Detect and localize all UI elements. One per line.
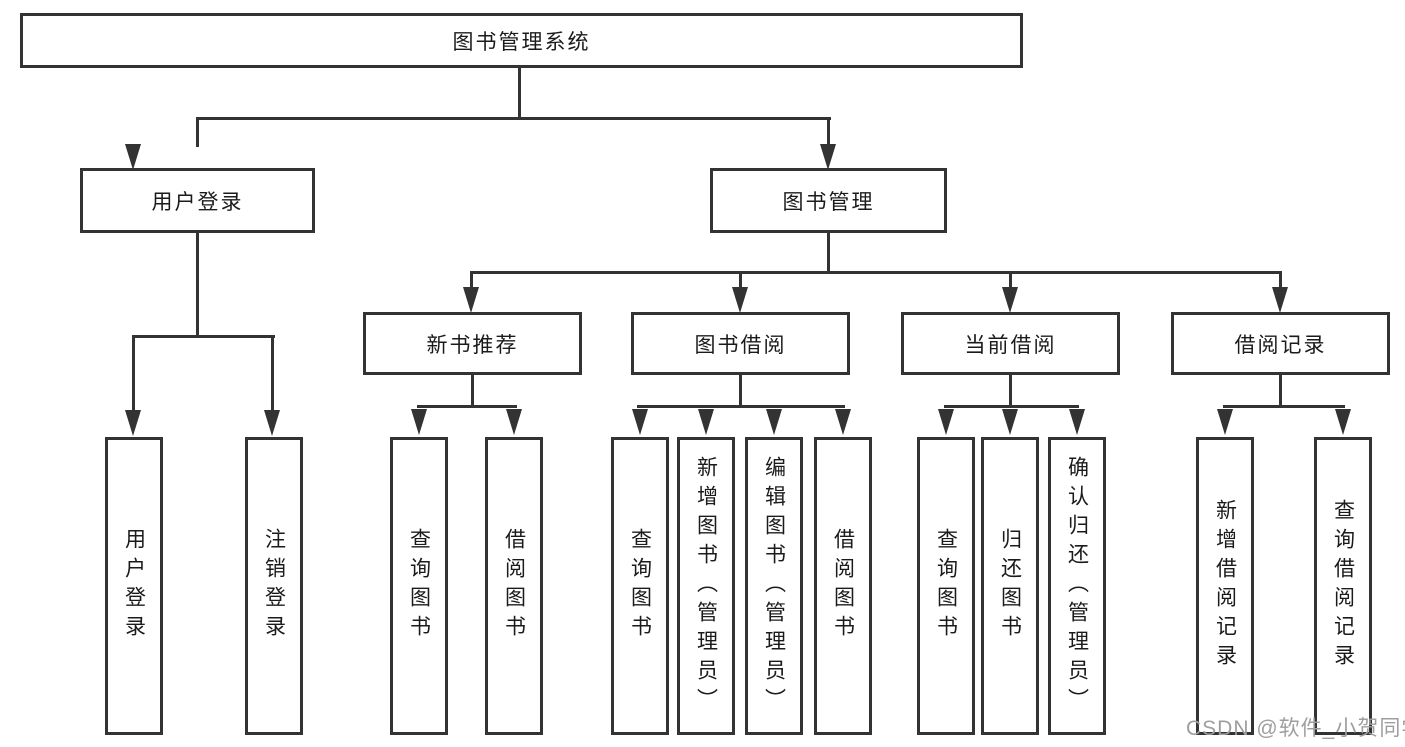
connector-stem-new-book-recommend (470, 271, 473, 293)
node-label: 确认归还（管理员） (1065, 455, 1089, 717)
connector-stem-user-login-module (196, 117, 199, 147)
node-book-borrowing: 图书借阅 (631, 312, 850, 375)
connector-br-stem (1279, 375, 1282, 407)
connector-book-management-split (470, 271, 1282, 274)
node-label: 查询图书 (628, 528, 652, 644)
node-label: 图书管理 (782, 190, 875, 214)
arrowhead-to-cb-query-books (938, 409, 954, 435)
arrowhead-to-user-login-leaf (125, 410, 141, 436)
arrowhead-to-book-management (820, 144, 836, 170)
node-new-book-recommend: 新书推荐 (363, 312, 582, 375)
node-library-management-system: 图书管理系统 (20, 13, 1023, 68)
node-user-login-module: 用户登录 (80, 168, 315, 233)
connector-user-login-split (132, 335, 275, 338)
node-label: 新增图书（管理员） (694, 455, 718, 717)
connector-cb-split (944, 405, 1079, 408)
leaf-cb-return-books: 归还图书 (981, 437, 1039, 735)
node-label: 查询图书 (934, 528, 958, 644)
node-label: 用户登录 (122, 528, 146, 644)
node-label: 归还图书 (998, 528, 1022, 644)
connector-br-split (1223, 405, 1345, 408)
connector-bb-stem (739, 375, 742, 407)
arrowhead-to-bb-query-books (632, 409, 648, 435)
leaf-bb-edit-books-admin: 编辑图书（管理员） (745, 437, 803, 735)
connector-user-login-stem (196, 233, 199, 337)
arrowhead-to-bb-add-books (698, 409, 714, 435)
arrowhead-to-cb-return-books (1002, 409, 1018, 435)
arrowhead-to-bb-edit-books (766, 409, 782, 435)
node-label: 图书管理系统 (452, 30, 591, 54)
connector-bb-split (637, 405, 845, 408)
arrowhead-to-nbr-borrow-books (506, 409, 522, 435)
connector-nbr-split (417, 405, 517, 408)
connector-cb-stem (1009, 375, 1012, 407)
leaf-nbr-borrow-books: 借阅图书 (485, 437, 543, 735)
arrowhead-to-current-borrowing (1002, 287, 1018, 313)
node-label: 用户登录 (151, 190, 244, 214)
leaf-br-add-record: 新增借阅记录 (1196, 437, 1254, 735)
connector-nbr-stem (471, 375, 474, 407)
connector-stem-book-management (827, 117, 830, 147)
node-label: 查询图书 (407, 528, 431, 644)
connector-stem-current-borrowing (1009, 271, 1012, 293)
leaf-bb-add-books-admin: 新增图书（管理员） (677, 437, 735, 735)
arrowhead-to-logout-leaf (264, 410, 280, 436)
node-borrowing-records: 借阅记录 (1171, 312, 1390, 375)
arrowhead-to-bb-borrow-books (835, 409, 851, 435)
node-label: 查询借阅记录 (1331, 499, 1355, 673)
node-label: 当前借阅 (964, 333, 1057, 357)
leaf-bb-query-books: 查询图书 (611, 437, 669, 735)
node-label: 新书推荐 (426, 333, 519, 357)
leaf-br-query-record: 查询借阅记录 (1314, 437, 1372, 735)
connector-root-stem (518, 68, 521, 120)
connector-stem-user-login-leaf (132, 335, 135, 413)
leaf-nbr-query-books: 查询图书 (390, 437, 448, 735)
arrowhead-to-borrowing-records (1272, 287, 1288, 313)
node-current-borrowing: 当前借阅 (901, 312, 1120, 375)
arrowhead-to-new-book-recommend (463, 287, 479, 313)
connector-stem-borrowing-records (1279, 271, 1282, 293)
arrowhead-to-book-borrowing (732, 287, 748, 313)
node-label: 借阅图书 (831, 528, 855, 644)
arrowhead-to-br-add-record (1217, 409, 1233, 435)
leaf-cb-query-books: 查询图书 (917, 437, 975, 735)
node-label: 新增借阅记录 (1213, 499, 1237, 673)
arrowhead-to-cb-confirm-return (1069, 409, 1085, 435)
arrowhead-to-nbr-query-books (411, 409, 427, 435)
leaf-user-login: 用户登录 (105, 437, 163, 735)
csdn-watermark: CSDN @软件_小贺同学 (1186, 717, 1405, 740)
leaf-bb-borrow-books: 借阅图书 (814, 437, 872, 735)
leaf-logout: 注销登录 (245, 437, 303, 735)
arrowhead-to-br-query-record (1335, 409, 1351, 435)
leaf-cb-confirm-return-admin: 确认归还（管理员） (1048, 437, 1106, 735)
node-book-management: 图书管理 (710, 168, 947, 233)
connector-stem-book-borrowing (739, 271, 742, 293)
connector-stem-logout-leaf (271, 335, 274, 413)
connector-root-split (196, 117, 831, 120)
node-label: 注销登录 (262, 528, 286, 644)
node-label: 图书借阅 (694, 333, 787, 357)
node-label: 借阅图书 (502, 528, 526, 644)
node-label: 借阅记录 (1234, 333, 1327, 357)
connector-book-management-stem (827, 233, 830, 274)
node-label: 编辑图书（管理员） (762, 455, 786, 717)
arrowhead-to-user-login-module (125, 144, 141, 170)
